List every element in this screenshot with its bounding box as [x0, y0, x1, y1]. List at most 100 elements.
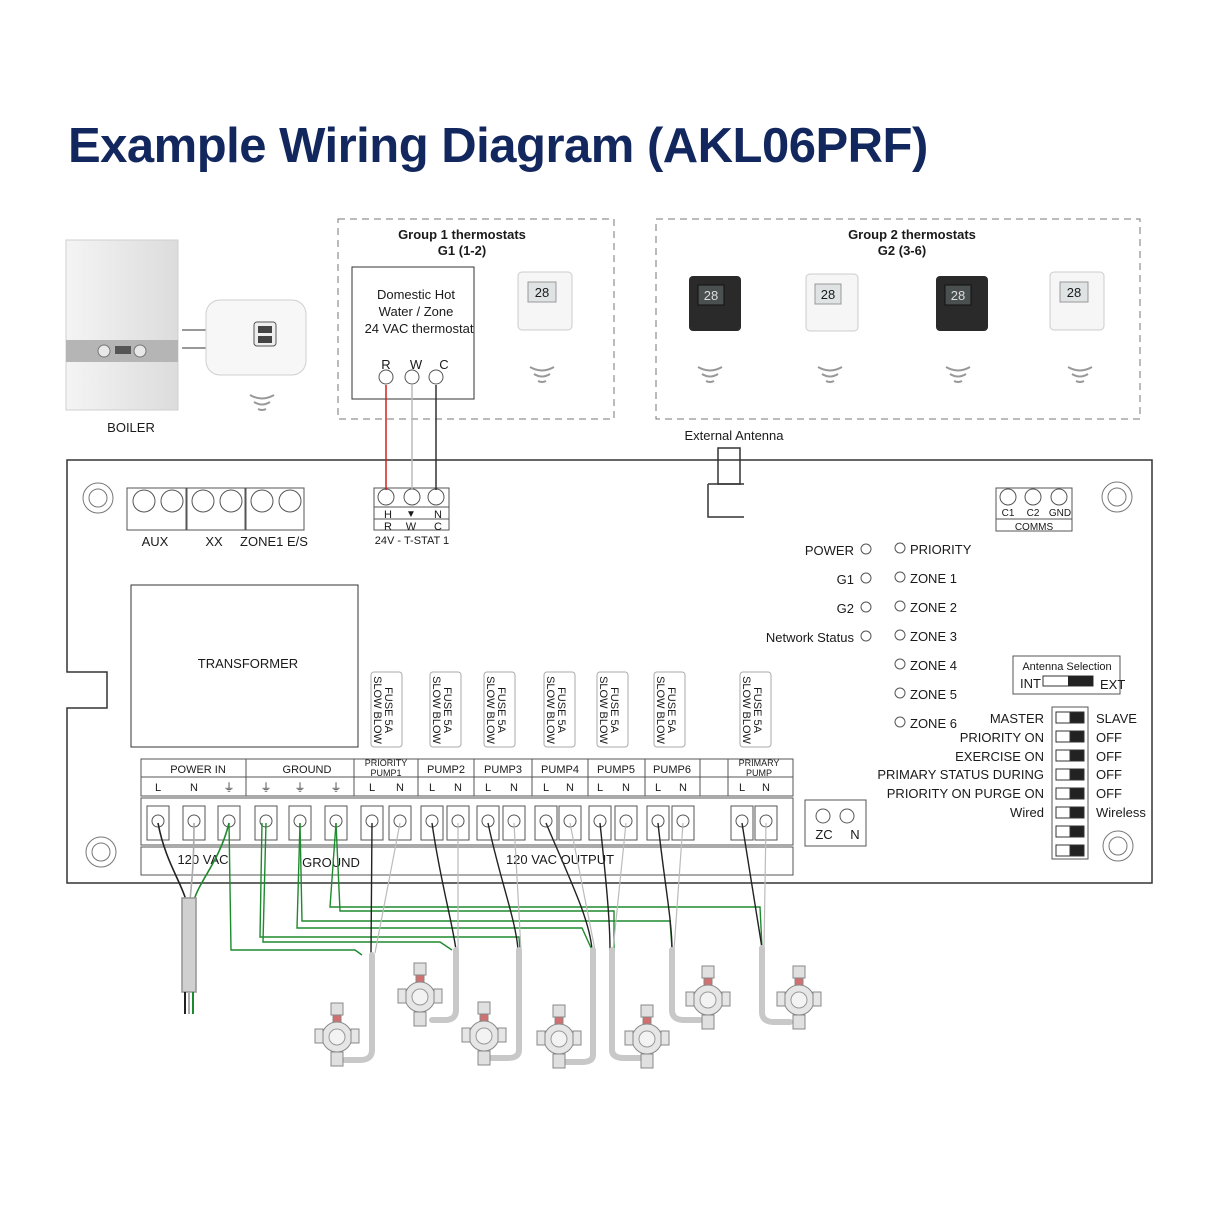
- pump2-label: PUMP2: [427, 764, 465, 776]
- mounting-hole: [82, 481, 1134, 868]
- fuse-line1: FUSE 5A: [382, 687, 394, 734]
- svg-text:28: 28: [821, 287, 835, 302]
- fuse-line1: FUSE 5A: [495, 687, 507, 734]
- dhw-terminal-screws: [378, 369, 444, 385]
- tstat-c: C: [434, 521, 442, 533]
- zone1-es-label: ZONE1 E/S: [240, 534, 308, 549]
- thermostat-icon: 28: [517, 271, 573, 331]
- dip-label-exercise: EXERCISE ON: [955, 749, 1044, 764]
- dip-right-slave: SLAVE: [1096, 711, 1137, 726]
- svg-text:28: 28: [1067, 285, 1081, 300]
- circulator-pump-icon: [397, 962, 443, 1027]
- wireless-signal-icon: [529, 366, 555, 383]
- comms-gnd: GND: [1049, 508, 1071, 519]
- dip-switches[interactable]: [1055, 711, 1085, 857]
- svg-text:28: 28: [704, 288, 718, 303]
- led-g1-label: G1: [837, 572, 854, 587]
- ln-n: N: [396, 782, 404, 794]
- fuse-line2: SLOW BLOW: [597, 676, 609, 744]
- group1-box: [337, 218, 615, 420]
- fuse-line2: SLOW BLOW: [484, 676, 496, 744]
- fuse: FUSE 5A SLOW BLOW: [543, 671, 576, 748]
- dip-right-off-1: OFF: [1096, 730, 1122, 745]
- antenna-selection-box: [1012, 655, 1121, 695]
- thermostat-icon: 28: [1049, 271, 1105, 331]
- circulator-pump-icon: [685, 965, 731, 1030]
- ln-l: L: [597, 782, 603, 794]
- network-status-led: [860, 630, 872, 642]
- ln-n: N: [679, 782, 687, 794]
- fuse-row: FUSE 5A SLOW BLOW FUSE 5A SLOW BLOW FUSE…: [370, 671, 772, 748]
- comms-terminal: [995, 487, 1073, 532]
- boiler-label: BOILER: [107, 420, 155, 435]
- priority-pump1-line2: PUMP1: [370, 768, 401, 778]
- fuse-line1: FUSE 5A: [665, 687, 677, 734]
- pump3-label: PUMP3: [484, 764, 522, 776]
- ln-n: N: [510, 782, 518, 794]
- fuse: FUSE 5A SLOW BLOW: [429, 671, 462, 748]
- antenna-selection-switch[interactable]: [1042, 675, 1094, 687]
- fuse-line1: FUSE 5A: [751, 687, 763, 734]
- dhw-term-c: C: [439, 357, 448, 372]
- tstat-n: N: [434, 509, 442, 521]
- led-zone2-label: ZONE 2: [910, 600, 957, 615]
- circulator-pump-icon: [776, 965, 822, 1030]
- ln-l: L: [655, 782, 661, 794]
- ground-symbol-icon: ⏚: [261, 781, 272, 794]
- pump-ln-labels: L N L N L N L N L N L N L N: [369, 782, 770, 794]
- fuse-line2: SLOW BLOW: [430, 676, 442, 744]
- dip-right-wireless: Wireless: [1096, 805, 1146, 820]
- zc-n-terminal: [804, 799, 867, 847]
- n-label: N: [850, 827, 859, 842]
- zc-label: ZC: [815, 827, 832, 842]
- dip-right-off-4: OFF: [1096, 786, 1122, 801]
- transformer: [130, 584, 359, 748]
- zone6-led: [894, 716, 906, 728]
- led-zone1-label: ZONE 1: [910, 571, 957, 586]
- pump6-label: PUMP6: [653, 764, 691, 776]
- zone4-led: [894, 658, 906, 670]
- dhw-line-3: 24 VAC thermostat: [365, 321, 474, 336]
- xx-label: XX: [205, 534, 223, 549]
- live-wires: [370, 822, 763, 954]
- thermostat-icon-black: 28: [689, 276, 741, 331]
- ln-l: L: [739, 782, 745, 794]
- priority-led: [894, 542, 906, 554]
- led-zone6-label: ZONE 6: [910, 716, 957, 731]
- fuse-line2: SLOW BLOW: [371, 676, 383, 744]
- zone3-led: [894, 629, 906, 641]
- power-led: [860, 543, 872, 555]
- pump5-label: PUMP5: [597, 764, 635, 776]
- antenna-int-label: INT: [1020, 676, 1041, 691]
- page-title: Example Wiring Diagram (AKL06PRF): [68, 119, 928, 173]
- neutral-wires: [374, 822, 767, 954]
- led-zone3-label: ZONE 3: [910, 629, 957, 644]
- top-terminal-block: [126, 487, 305, 531]
- led-zone5-label: ZONE 5: [910, 687, 957, 702]
- power-l: L: [155, 782, 161, 794]
- ln-n: N: [622, 782, 630, 794]
- tstat-w: W: [406, 521, 417, 533]
- ln-l: L: [543, 782, 549, 794]
- fuse: FUSE 5A SLOW BLOW: [739, 671, 772, 748]
- ln-l: L: [369, 782, 375, 794]
- dip-right-off-2: OFF: [1096, 749, 1122, 764]
- power-cable: [157, 822, 230, 1014]
- dip-label-priority: PRIORITY ON: [960, 730, 1044, 745]
- comms-c2: C2: [1027, 508, 1040, 519]
- antenna-label: External Antenna: [684, 428, 784, 443]
- dip-right-off-3: OFF: [1096, 767, 1122, 782]
- led-network-label: Network Status: [766, 630, 855, 645]
- terminal-header: [140, 758, 794, 797]
- aux-label: AUX: [142, 534, 169, 549]
- led-priority-label: PRIORITY: [910, 542, 972, 557]
- group2-subtitle: G2 (3-6): [878, 243, 926, 258]
- ln-n: N: [454, 782, 462, 794]
- dhw-line-2: Water / Zone: [379, 304, 454, 319]
- ground-symbol-icon: ⏚: [224, 781, 235, 794]
- power-in-label: POWER IN: [170, 764, 226, 776]
- circulator-pump-icon: [314, 1002, 360, 1067]
- fuse: FUSE 5A SLOW BLOW: [370, 671, 403, 748]
- dip-label-master: MASTER: [990, 711, 1044, 726]
